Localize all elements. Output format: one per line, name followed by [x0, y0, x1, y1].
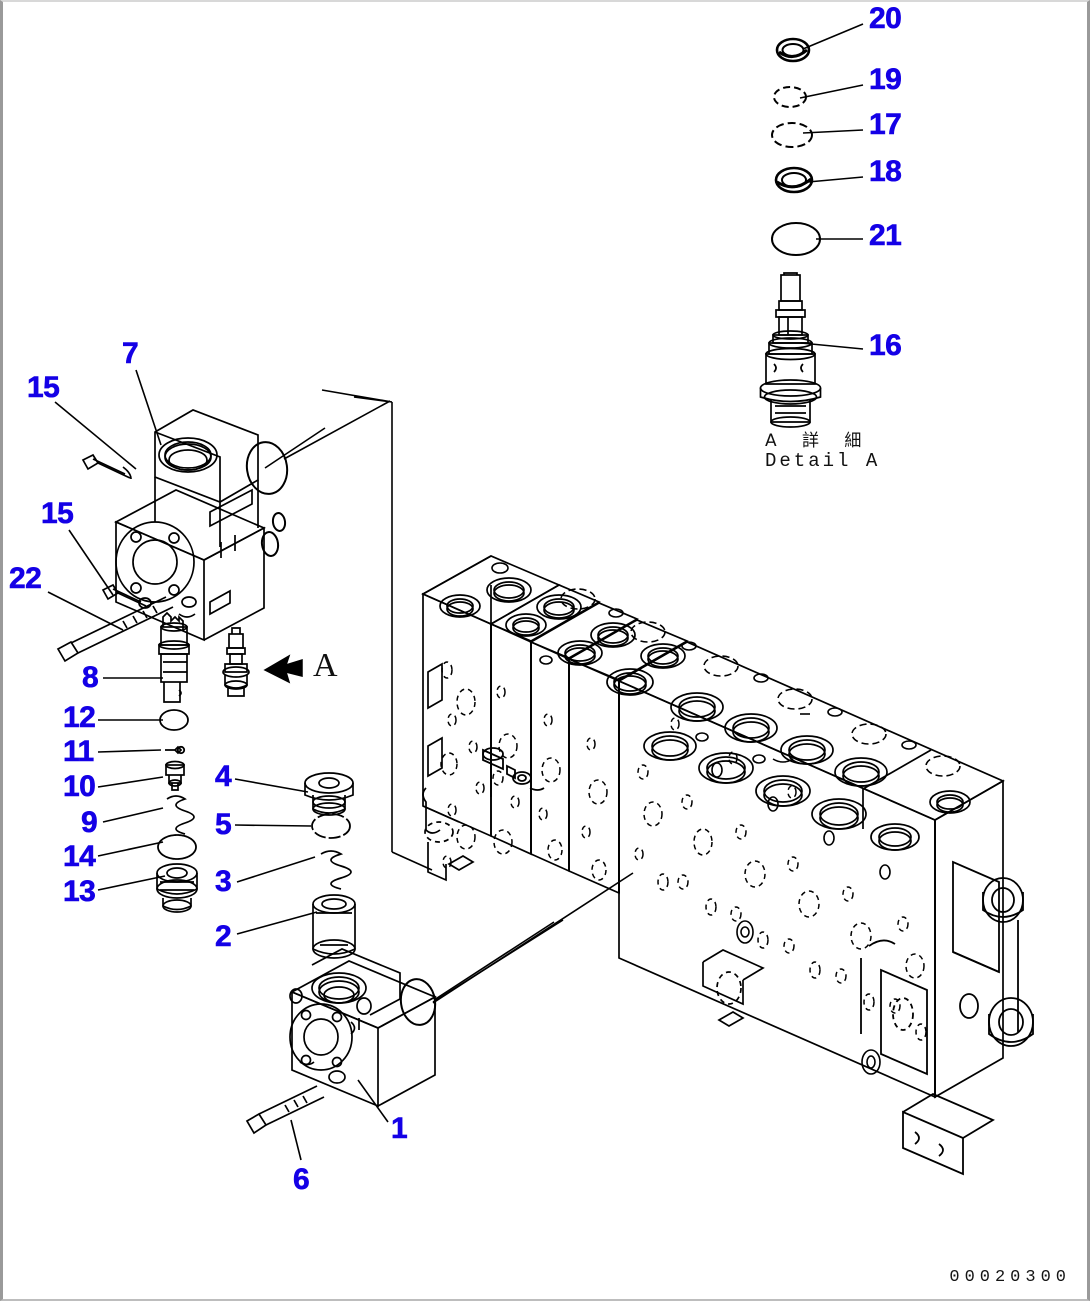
callout-12: 12 [63, 701, 96, 734]
detail-a-spool-preview [222, 627, 250, 697]
part-7-valve-section-body [114, 409, 266, 642]
callout-3: 3 [215, 865, 232, 898]
callout-1: 1 [391, 1112, 408, 1145]
leader-line-16 [800, 342, 864, 350]
part-17-o-ring [771, 122, 813, 148]
leader-line-6 [290, 1119, 302, 1161]
callout-13: 13 [63, 875, 96, 908]
callout-11: 11 [63, 735, 95, 768]
callout-17: 17 [869, 108, 902, 141]
leader-line-9 [102, 807, 164, 823]
part-4-plug [304, 772, 354, 816]
leader-line-17 [802, 129, 864, 134]
part-14-o-ring [157, 834, 197, 860]
callout-4: 4 [215, 760, 232, 793]
part-15-bolt-upper [81, 453, 132, 480]
leader-line-4 [234, 778, 309, 793]
section-gaskets [245, 441, 437, 1026]
section-marker-a: A [313, 647, 338, 684]
leader-line-14 [97, 841, 164, 857]
callout-14: 14 [63, 840, 96, 873]
leader-line-15 [54, 401, 137, 470]
callout-18: 18 [869, 155, 902, 188]
view-direction-arrow [263, 654, 303, 684]
detail-a-label-jp: A 詳 細 [765, 431, 872, 451]
callout-5: 5 [215, 808, 232, 841]
part-2-valve-sleeve [312, 894, 356, 959]
callout-15: 15 [27, 371, 60, 404]
callout-21: 21 [869, 219, 902, 252]
callout-15: 15 [41, 497, 74, 530]
leader-line-3 [236, 856, 316, 883]
section-reference-lines [264, 389, 634, 1004]
part-10-poppet [165, 760, 185, 791]
part-9-spring [166, 795, 195, 835]
part-16-relief-valve-cartridge [759, 272, 822, 428]
technical-drawing-canvas [47, 23, 1034, 1176]
part-11-pin [165, 745, 186, 755]
main-control-valve-block [421, 555, 1034, 1176]
leader-line-1 [357, 1079, 389, 1123]
part-1-valve-section-body [289, 948, 437, 1108]
callout-2: 2 [215, 920, 232, 953]
callout-7: 7 [122, 337, 139, 370]
part-22-long-bolt [56, 596, 174, 663]
callout-10: 10 [63, 770, 96, 803]
callout-9: 9 [81, 806, 98, 839]
detail-a-label-en: Detail A [765, 450, 881, 472]
callout-19: 19 [869, 63, 902, 96]
part-18-backup-ring [774, 166, 814, 194]
leader-line-11 [97, 749, 162, 753]
drawing-number: 00020300 [949, 1268, 1071, 1287]
leader-line-20 [802, 23, 864, 50]
callout-8: 8 [82, 661, 99, 694]
leader-line-10 [97, 776, 164, 788]
part-12-o-ring [159, 709, 189, 731]
leader-line-18 [807, 176, 864, 183]
part-5-o-ring [311, 813, 351, 839]
part-21-poppet [771, 222, 821, 256]
part-8-spool [158, 611, 190, 703]
leader-line-5 [234, 824, 312, 827]
part-15-bolt-lower [101, 583, 147, 607]
leader-line-2 [236, 911, 318, 935]
part-6-bolt [245, 1085, 325, 1135]
seal-ring-stack [771, 37, 821, 256]
callout-22: 22 [9, 562, 42, 595]
part-3-spring [320, 850, 352, 890]
part-13-plug [156, 863, 198, 913]
callout-leader-lines [47, 23, 864, 1161]
leader-line-13 [97, 875, 166, 891]
callout-6: 6 [293, 1163, 310, 1196]
callout-20: 20 [869, 2, 902, 35]
leader-line-19 [799, 84, 864, 99]
part-20-backup-ring [775, 37, 811, 63]
leader-line-15 [68, 529, 114, 596]
callout-16: 16 [869, 329, 902, 362]
